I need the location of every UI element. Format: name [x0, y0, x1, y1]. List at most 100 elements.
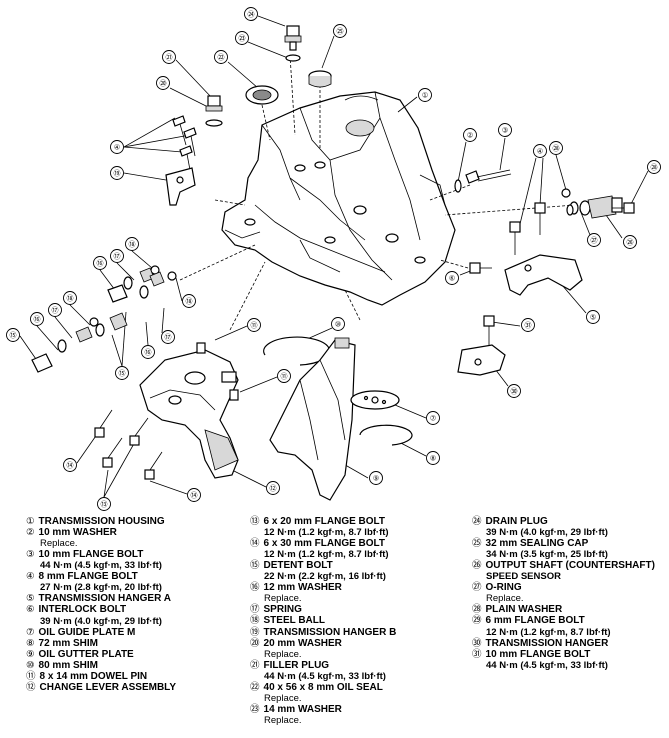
14mm-washer: [285, 54, 301, 62]
callout: ㉗: [587, 233, 601, 247]
legend-number: ㉙: [472, 615, 482, 627]
callout: ⑥: [445, 271, 459, 285]
callout-label: ㉗: [591, 237, 598, 245]
callout-label: ㉔: [248, 11, 255, 19]
legend-title-text: 8 mm FLANGE BOLT: [38, 571, 138, 583]
legend-detail: 44 N·m (4.5 kgf·m, 33 lbf·ft): [40, 560, 162, 572]
callout-label: ⑩: [335, 321, 341, 329]
legend-title-text: TRANSMISSION HANGER A: [38, 593, 171, 605]
legend-title-text: PLAIN WASHER: [485, 604, 563, 616]
legend-number: ㉓: [250, 703, 260, 715]
callout: ㉕: [333, 24, 347, 38]
callout: ㉚: [507, 384, 521, 398]
callout: ⑫: [266, 481, 280, 495]
callout: ⑯: [30, 312, 44, 326]
10mm-flange-bolt-right: [465, 169, 512, 184]
legend-detail: Replace.: [264, 648, 302, 660]
legend-detail: Replace.: [264, 692, 302, 704]
callout: ㉘: [549, 141, 563, 155]
callout-label: ⑤: [590, 314, 596, 322]
callout-label: ②: [467, 132, 473, 140]
legend-number: ⑲: [250, 626, 260, 638]
legend-title-text: 10 mm FLANGE BOLT: [38, 549, 144, 561]
callout: ㉔: [244, 7, 258, 21]
callout-label: ㉘: [553, 145, 560, 153]
legend-number: ⑦: [26, 626, 35, 638]
legend-number: ㉘: [472, 604, 482, 616]
callout-label: ⑲: [114, 170, 121, 178]
legend-detail: 34 N·m (3.5 kgf·m, 25 lbf·ft): [486, 549, 608, 561]
legend-number: ㉕: [472, 538, 482, 550]
callout: ⑪: [247, 318, 261, 332]
callout: ㉑: [162, 50, 176, 64]
legend-title-text: 8 x 14 mm DOWEL PIN: [39, 670, 148, 682]
change-lever-assembly: [139, 349, 239, 479]
oil-gutter-plate: [269, 337, 356, 501]
legend-number: ㉔: [472, 516, 482, 527]
10mm-flange-bolt-hanger: [483, 315, 495, 345]
callout-label: ⑮: [119, 370, 126, 378]
callout: ⑭: [187, 488, 201, 502]
callout: ⑳: [156, 76, 170, 90]
legend-detail: Replace.: [40, 538, 78, 550]
callout: ⑤: [586, 310, 600, 324]
callout: ⑯: [93, 256, 107, 270]
legend-number: ⑬: [250, 516, 260, 527]
legend-title-text: FILLER PLUG: [263, 659, 330, 671]
oil-seal: [245, 85, 279, 105]
legend-number: ⑱: [250, 615, 260, 627]
detent-stack-lower: [31, 312, 128, 373]
lever-bolts: [94, 409, 163, 480]
legend-number: ㉒: [250, 681, 260, 693]
10mm-washer: [454, 179, 462, 193]
callout: ⑪: [277, 369, 291, 383]
legend-detail: 12 N·m (1.2 kgf·m, 8.7 lbf·ft): [264, 549, 389, 561]
callout: ㉛: [521, 318, 535, 332]
callout: ①: [418, 88, 432, 102]
legend-title-text: 6 x 30 mm FLANGE BOLT: [263, 538, 386, 550]
legend-title-text: 10 mm FLANGE BOLT: [485, 648, 591, 660]
legend-title-text: 12 mm WASHER: [263, 582, 342, 594]
o-ring: [566, 204, 574, 216]
legend-number: ⑤: [26, 593, 35, 605]
legend-detail: 39 N·m (4.0 kgf·m, 29 lbf·ft): [40, 615, 162, 627]
callout-label: ⑫: [270, 485, 277, 493]
callout: ⑭: [63, 458, 77, 472]
callout-label: ⑰: [52, 307, 59, 315]
legend-title-text: STEEL BALL: [263, 615, 325, 627]
hanger-b-bolts: [172, 115, 197, 171]
callout: ⑧: [426, 451, 440, 465]
callout: ⑦: [426, 411, 440, 425]
callout: ⑱: [182, 294, 196, 308]
drain-plug: [284, 25, 302, 51]
callout: ⑨: [369, 471, 383, 485]
